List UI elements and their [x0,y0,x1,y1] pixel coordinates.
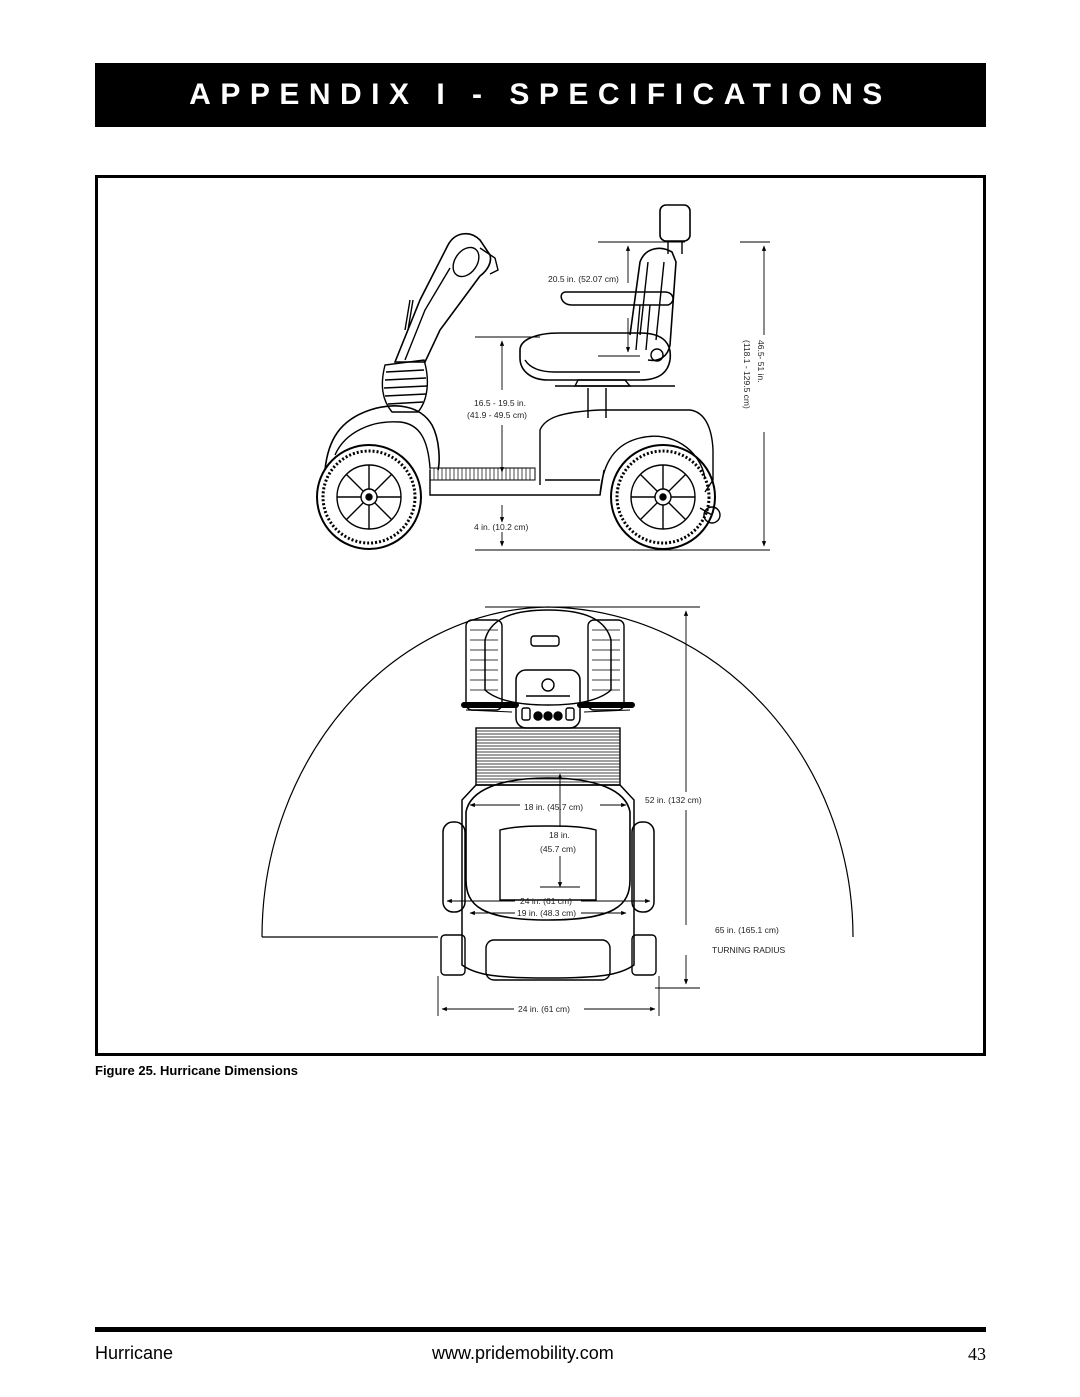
seat-width-top-label: 18 in. (45.7 cm) [524,802,583,812]
overall-height-label: 46.5- 51 in. [756,340,766,383]
appendix-title: APPENDIX I - SPECIFICATIONS [189,78,892,111]
turning-radius-value-label: 65 in. (165.1 cm) [715,925,779,935]
figure-frame [95,175,986,1056]
armrest-width-label: 24 in. (61 cm) [520,896,572,906]
side-view-dimension-lines [475,241,770,551]
overall-height-metric-label: (118.1 - 129.5 cm) [742,340,752,409]
seat-width-side-label: 20.5 in. (52.07 cm) [548,274,619,284]
overall-length-label: 52 in. (132 cm) [645,795,702,805]
armrest-width-min-label: 19 in. (48.3 cm) [517,908,576,918]
scooter-side-view [316,204,721,550]
footer-rule [95,1327,986,1332]
turning-radius-arc [261,606,854,938]
footer-product-name: Hurricane [95,1343,174,1363]
seat-depth-label: 18 in. [549,830,570,840]
page-number: 43 [968,1344,986,1364]
turning-radius-label: TURNING RADIUS [712,945,786,955]
overall-width-label: 24 in. (61 cm) [518,1004,570,1014]
rear-wheel [610,444,716,550]
figure-caption: Figure 25. Hurricane Dimensions [95,1063,299,1078]
front-wheel [316,444,422,550]
footer-website: www.pridemobility.com [432,1343,614,1363]
appendix-banner: APPENDIX I - SPECIFICATIONS [95,63,986,127]
ground-clearance-label: 4 in. (10.2 cm) [474,522,528,532]
top-view-dimension-lines [437,606,700,1016]
scooter-top-view [261,606,854,981]
seat-height-metric-label: (41.9 - 49.5 cm) [467,410,527,420]
seat-height-label: 16.5 - 19.5 in. [474,398,526,408]
seat-depth-metric-label: (45.7 cm) [540,844,576,854]
